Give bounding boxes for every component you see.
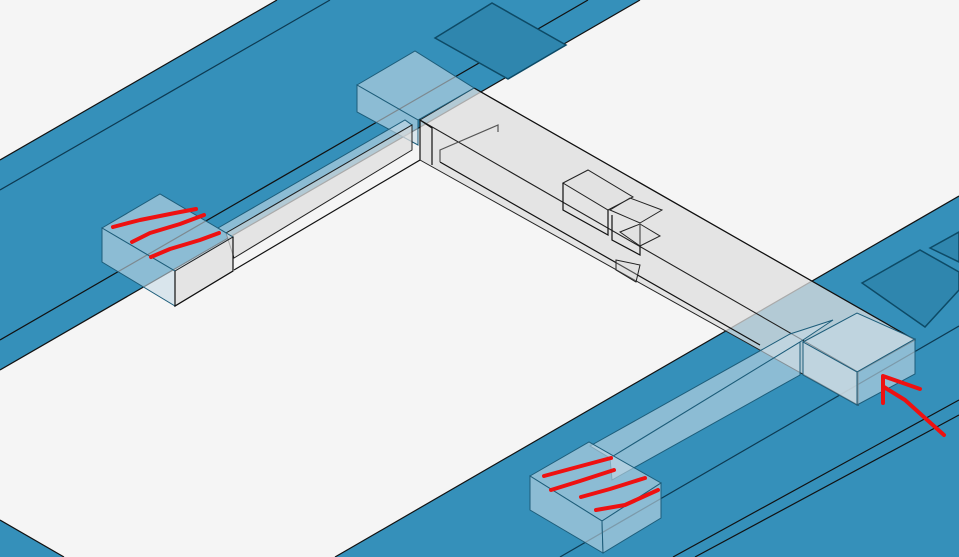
bottom-band-line [672,399,959,557]
arrow-annotation-icon [882,385,946,437]
main-beam-edge [473,87,916,341]
left-pad-stroke-2 [130,213,206,244]
bottom-pad-stroke-3 [579,476,647,499]
bottom-pad-stroke-2 [549,468,616,492]
arrow-head-icon [881,374,922,405]
main-beam-lower-edge [439,161,761,346]
bottom-pad-stroke-4 [594,488,660,512]
bottom-pad-stroke-1 [542,456,613,478]
top-square-pad [433,2,568,80]
left-pad-outline [174,237,234,308]
left-pad-stroke-3 [149,231,221,259]
right-square-pad [860,249,959,328]
bottom-band-line-2 [694,414,959,557]
left-pad-stroke-1 [111,207,198,229]
right-square-pad-2 [928,231,959,263]
corner-band-edge [0,519,65,557]
right-box-side [856,338,916,406]
main-beam-inner-edge [439,124,499,162]
left-arm-edge [233,118,433,271]
top-band-edge [0,0,278,161]
center-bracket [561,169,664,283]
bottom-band-edge [334,195,959,557]
top-band-inner-line [0,0,331,191]
